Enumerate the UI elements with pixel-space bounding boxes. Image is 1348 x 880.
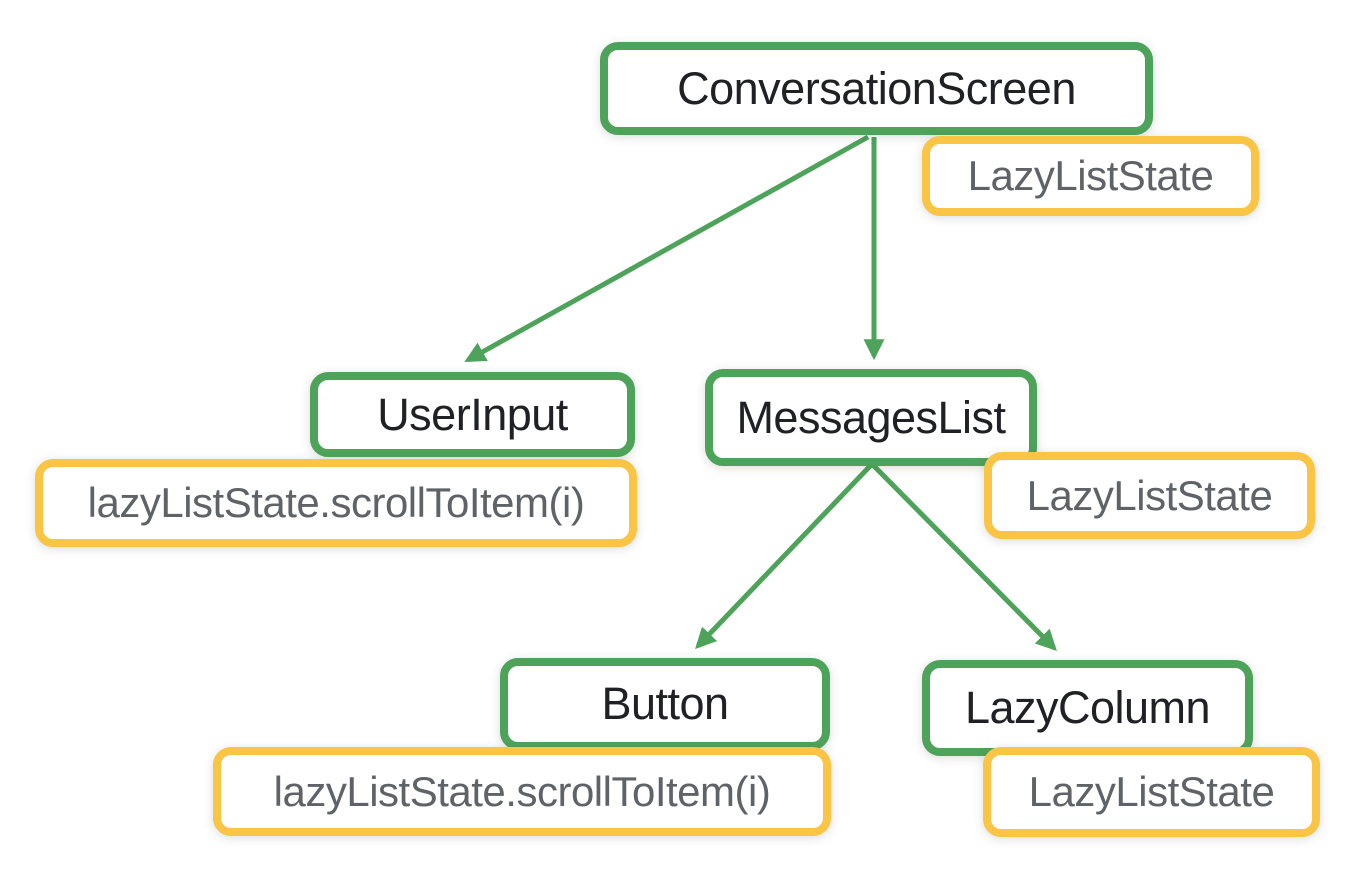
- edge-conversationscreen-to-userinput: [464, 134, 870, 363]
- node-conversationscreen: ConversationScreen: [600, 42, 1153, 135]
- node-messageslist: MessagesList: [705, 369, 1037, 466]
- node-label: LazyColumn: [964, 682, 1211, 733]
- node-label: lazyListState.scrollToItem(i): [87, 479, 585, 526]
- node-label: Button: [601, 678, 729, 729]
- node-scrolltoitem-left: lazyListState.scrollToItem(i): [35, 459, 637, 547]
- node-userinput: UserInput: [310, 372, 635, 457]
- node-lazycolumn: LazyColumn: [922, 660, 1253, 756]
- node-lazyliststate-mid: LazyListState: [984, 452, 1315, 539]
- edge-messageslist-to-lazycolumn: [870, 462, 1057, 651]
- node-label: LazyListState: [1026, 471, 1273, 519]
- node-button: Button: [500, 658, 830, 750]
- node-label: ConversationScreen: [677, 62, 1076, 114]
- node-label: MessagesList: [736, 391, 1006, 443]
- node-lazyliststate-top: LazyListState: [922, 136, 1259, 216]
- node-lazyliststate-bottom: LazyListState: [983, 747, 1320, 837]
- node-scrolltoitem-bottom: lazyListState.scrollToItem(i): [213, 747, 831, 836]
- node-label: UserInput: [377, 388, 568, 440]
- node-label: lazyListState.scrollToItem(i): [273, 767, 771, 815]
- node-label: LazyListState: [967, 152, 1214, 199]
- node-label: LazyListState: [1028, 768, 1275, 815]
- edge-messageslist-to-button: [695, 462, 874, 650]
